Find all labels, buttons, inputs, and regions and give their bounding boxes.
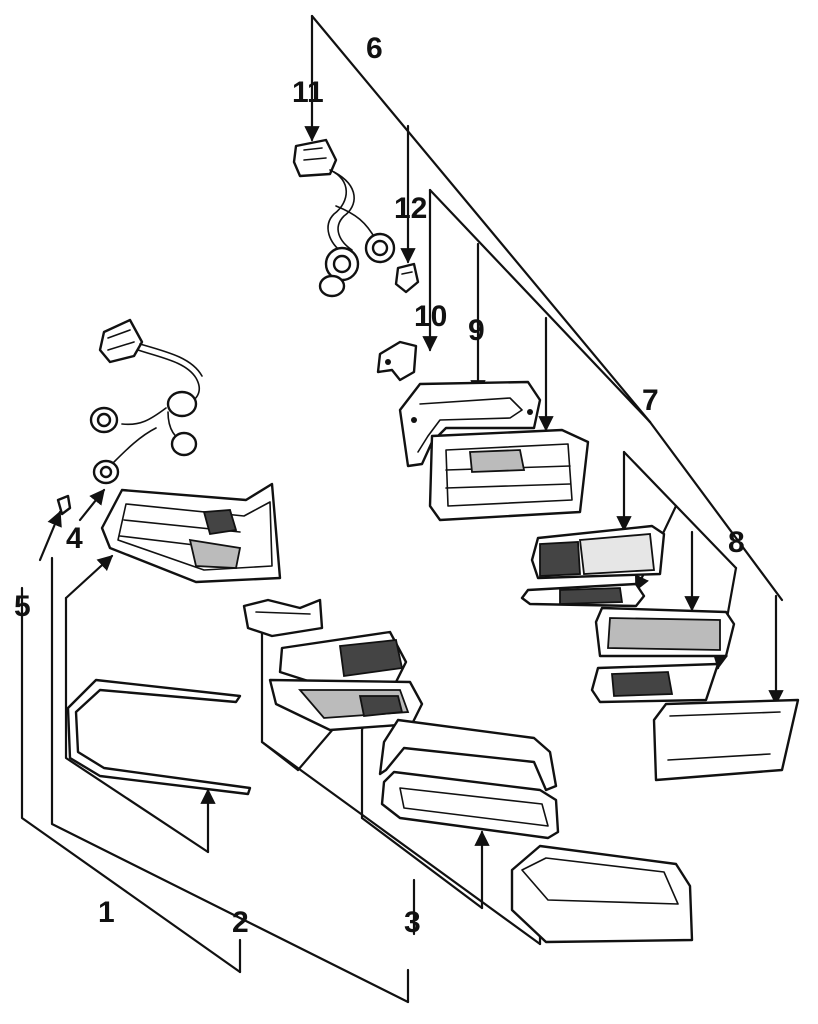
lens-center-lower — [510, 844, 694, 944]
leader-7 — [648, 420, 784, 602]
lens-center-mid — [380, 770, 560, 840]
callout-5: 5 — [14, 590, 31, 623]
callout-3: 3 — [404, 906, 421, 939]
lamp-assembly-left — [100, 482, 282, 584]
bulb-12 — [394, 262, 420, 294]
lens-center-upper — [378, 718, 558, 792]
bulb-5 — [56, 494, 72, 516]
side-marker-dark — [278, 630, 408, 690]
lamp-right-2 — [520, 582, 646, 608]
trim-gasket-left — [66, 678, 252, 796]
lamp-right-1 — [530, 524, 666, 580]
leader-6 — [310, 14, 652, 424]
callout-12: 12 — [394, 192, 427, 225]
callout-1: 1 — [98, 896, 115, 929]
lamp-right-4 — [590, 662, 720, 704]
callout-2: 2 — [232, 906, 249, 939]
callout-11: 11 — [292, 76, 324, 109]
lamp-right-5 — [652, 698, 800, 782]
callout-8: 8 — [728, 526, 745, 559]
lamp-right-3 — [594, 606, 736, 658]
callout-4: 4 — [66, 522, 83, 555]
callout-6: 6 — [366, 32, 383, 65]
side-marker-small — [242, 598, 324, 638]
wiring-harness-lower — [89, 318, 203, 485]
bracket-10 — [376, 340, 418, 382]
leader-lines — [20, 14, 784, 1004]
callout-10: 10 — [414, 300, 447, 333]
leader-1 — [20, 586, 242, 974]
leader-5 — [38, 510, 62, 562]
gasket-9 — [398, 380, 542, 468]
callout-labels: 1 2 3 4 5 6 7 8 9 10 11 12 — [14, 32, 745, 939]
callout-7: 7 — [642, 384, 659, 417]
leader-2 — [50, 556, 410, 1004]
side-marker-lens — [268, 678, 424, 732]
callout-9: 9 — [468, 314, 485, 347]
leader-4 — [78, 488, 106, 522]
lamp-housing-upper — [428, 428, 590, 522]
wiring-harness-upper — [292, 138, 396, 298]
